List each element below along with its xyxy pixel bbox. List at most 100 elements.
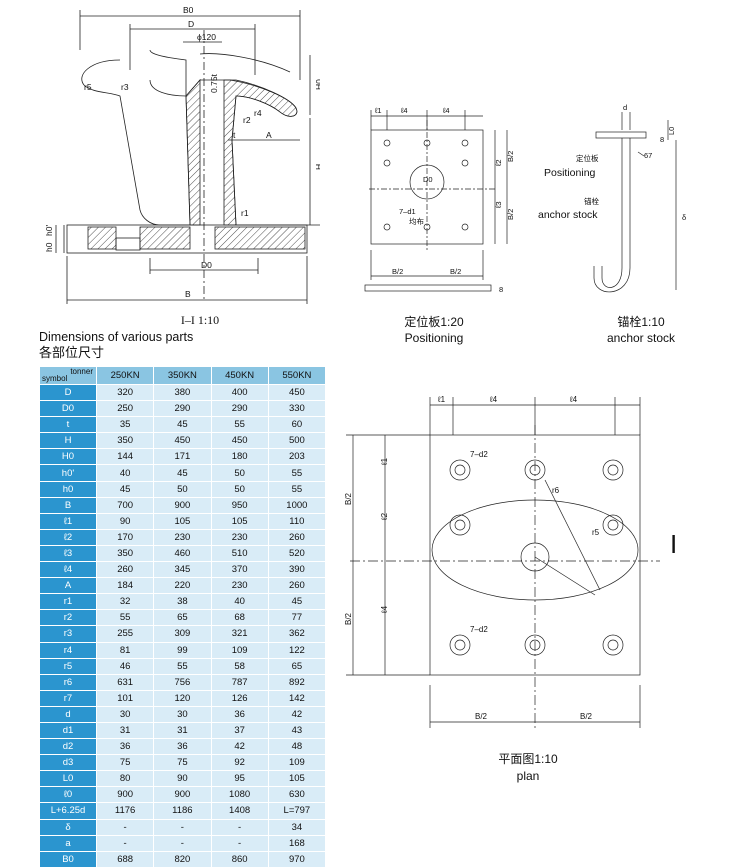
table-cell-symbol: r2	[39, 609, 97, 627]
as-label-67: 67	[644, 151, 652, 160]
label-0.75t: 0.75t	[209, 73, 219, 93]
table-cell-value: 120	[153, 689, 212, 707]
table-cell-value: 81	[95, 641, 155, 659]
table-cell-value: 65	[267, 657, 327, 675]
plan-label-B2l2: B/2	[344, 612, 353, 625]
table-cell-value: 77	[267, 609, 327, 627]
table-cell-value: 260	[95, 561, 155, 579]
table-cell-symbol: t	[39, 416, 97, 434]
table-header-corner: tonner symbol	[39, 366, 97, 385]
table-cell-value: 50	[153, 480, 212, 498]
table-cell-value: 184	[95, 577, 155, 595]
table-cell-symbol: D	[39, 383, 97, 402]
table-cell-value: 105	[267, 770, 327, 788]
table-cell-value: 126	[210, 689, 269, 707]
table-cell-value: 756	[153, 673, 212, 691]
table-cell-symbol: r3	[39, 625, 97, 643]
pp-label-l1: ℓ1	[374, 106, 382, 115]
table-cell-value: 362	[267, 625, 327, 643]
table-cell-value: 95	[210, 770, 269, 788]
anchor-caption-cn: 锚栓1:10	[617, 315, 665, 329]
table-cell-value: 450	[153, 432, 212, 450]
table-cell-value: 345	[153, 561, 212, 579]
pp-label-B2d: B/2	[450, 267, 461, 276]
table-cell-value: 309	[153, 625, 212, 643]
plan-label-l4a: ℓ4	[489, 395, 498, 404]
table-cell-symbol: ℓ2	[39, 528, 97, 546]
table-cell-value: 1000	[267, 496, 327, 514]
table-cell-symbol: h0	[39, 480, 97, 498]
table-cell-symbol: r7	[39, 689, 97, 707]
table-cell-symbol: ℓ0	[39, 786, 97, 804]
table-cell-symbol: a	[39, 834, 97, 852]
table-cell-value: 350	[95, 432, 155, 450]
table-cell-symbol: ℓ4	[39, 561, 97, 579]
table-cell-symbol: h0'	[39, 464, 97, 482]
label-phi120: ϕ120	[197, 32, 216, 42]
table-cell-value: 255	[95, 625, 155, 643]
table-cell-symbol: L0	[39, 770, 97, 788]
table-cell-value: 1408	[210, 802, 269, 820]
table-cell-value: 45	[153, 464, 212, 482]
table-cell-value: 109	[267, 754, 327, 772]
table-cell-value: 45	[153, 416, 212, 434]
label-r4: r4	[254, 108, 262, 118]
positioning-plate-drawing: ℓ1 ℓ4 ℓ4 ℓ2 ℓ3 B/2 B/2 D0 7–d1 均布 B/2 B/…	[364, 106, 515, 294]
plan-label-B2b2: B/2	[580, 712, 593, 721]
table-cell-symbol: r5	[39, 657, 97, 675]
header-col-250: 250KN	[95, 366, 155, 385]
label-B0: B0	[183, 5, 194, 15]
pp-label-l4b: ℓ4	[442, 106, 450, 115]
table-cell-value: 31	[153, 721, 212, 740]
table-cell-value: 950	[210, 496, 269, 514]
table-cell-symbol: d1	[39, 721, 97, 740]
table-cell-value: 30	[153, 705, 212, 723]
pp-label-D0: D0	[423, 175, 433, 184]
table-cell-value: 860	[210, 850, 269, 868]
table-cell-value: -	[95, 818, 155, 836]
positioning-caption-en: Positioning	[404, 331, 464, 345]
plan-label-B2b1: B/2	[475, 712, 488, 721]
table-cell-value: 142	[267, 689, 327, 707]
table-cell-value: 110	[267, 512, 327, 530]
plan-label-d2a: 7–d2	[470, 450, 488, 459]
pp-label-l2: ℓ2	[494, 159, 503, 167]
table-cell-value: 35	[95, 416, 155, 434]
table-cell-value: 290	[210, 400, 269, 418]
table-cell-value: -	[95, 834, 155, 852]
table-cell-value: 144	[95, 448, 155, 466]
plan-label-l1v: ℓ1	[380, 457, 389, 466]
table-cell-value: 40	[210, 593, 269, 611]
table-cell-value: 105	[153, 512, 212, 530]
dimensions-title-en: Dimensions of various parts	[39, 330, 194, 344]
table-cell-value: 700	[95, 496, 155, 514]
table-cell-value: 321	[210, 625, 269, 643]
table-cell-value: 1080	[210, 786, 269, 804]
table-cell-value: 631	[95, 673, 155, 691]
table-cell-value: 250	[95, 400, 155, 418]
table-cell-value: 450	[267, 383, 327, 402]
table-cell-value: 330	[267, 400, 327, 418]
table-cell-value: 320	[95, 383, 155, 402]
table-cell-symbol: d	[39, 705, 97, 723]
table-cell-value: 37	[210, 721, 269, 740]
table-cell-value: 32	[95, 593, 155, 611]
table-row: a---168	[39, 834, 327, 852]
table-cell-value: 55	[267, 464, 327, 482]
table-cell-value: 80	[95, 770, 155, 788]
table-cell-value: 510	[210, 544, 269, 563]
table-cell-value: 230	[210, 528, 269, 546]
